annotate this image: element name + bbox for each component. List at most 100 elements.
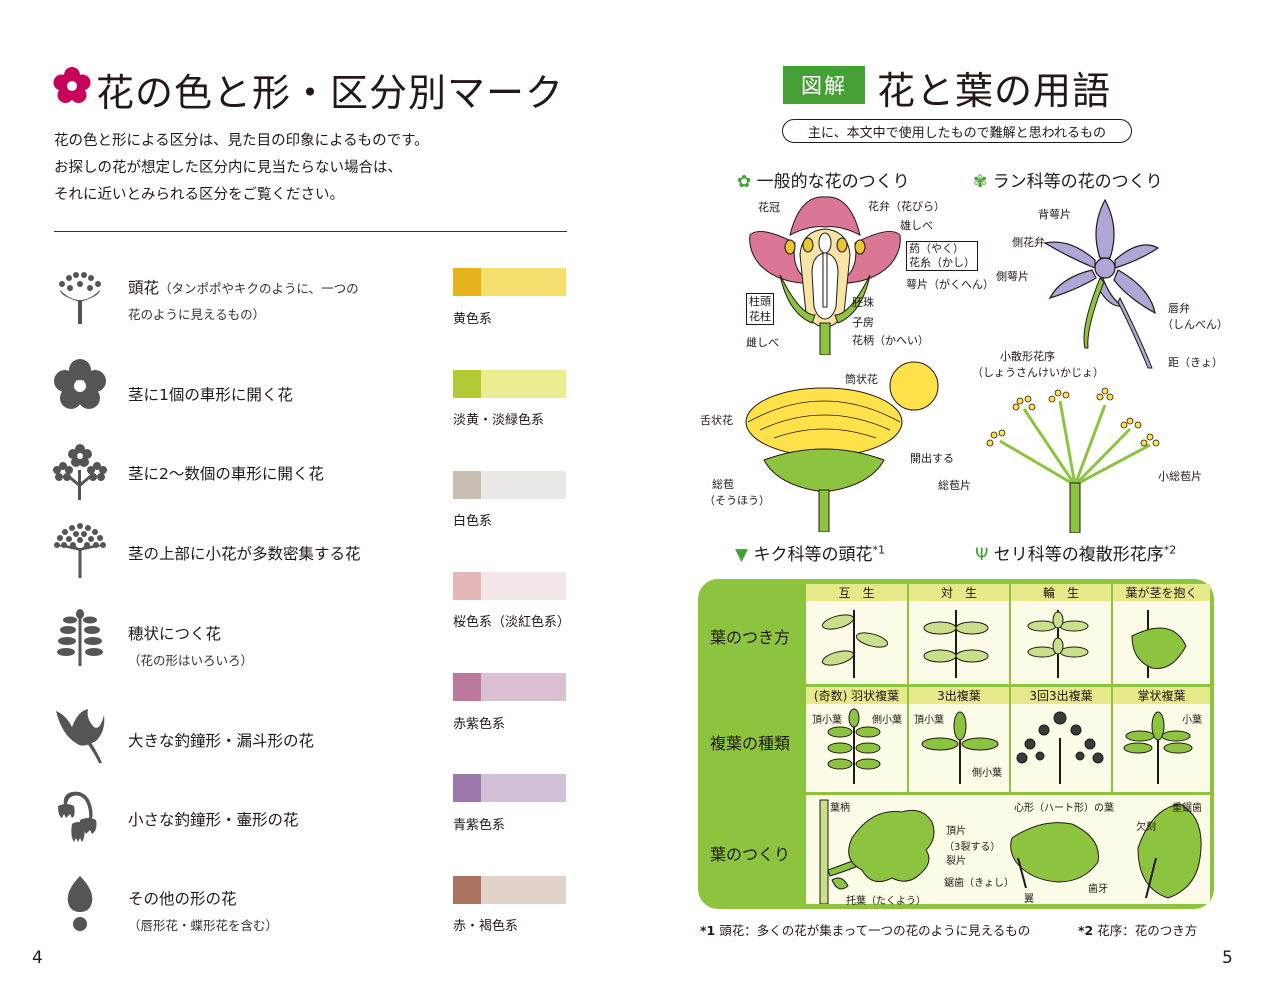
label-shosankei-kana: （しょうさんけいかじょ） — [972, 366, 1104, 379]
label-sokushoyo: 側小葉 — [872, 715, 902, 726]
label-sokugakuhen: 側萼片 — [996, 270, 1029, 283]
subtitle-pill: 主に、本文中で使用したもので難解と思われるもの — [782, 119, 1132, 143]
umbel-diagram — [986, 387, 1160, 533]
divider — [54, 231, 567, 232]
umbel-cluster-icon — [54, 523, 106, 578]
label-kahei: 花柄（かへい） — [852, 334, 929, 347]
label-shibo: 子房 — [852, 316, 874, 329]
label-takuyo: 托葉（たくよう） — [846, 896, 926, 907]
label-kaishutsu: 開出する — [910, 452, 954, 465]
column-head: 対 生 — [909, 584, 1009, 601]
label-haishu: 胚珠 — [852, 296, 874, 309]
divider — [700, 684, 1212, 687]
category-title: 小さな釣鐘形・壷形の花 — [128, 811, 299, 829]
compound-leaf-drawings — [827, 708, 1193, 784]
flower-head-icon — [59, 272, 101, 324]
row-label: 葉のつき方 — [710, 628, 791, 647]
column-head: 3回3出複葉 — [1011, 687, 1111, 704]
intro-text: 花の色と形による区分は、見た目の印象によるものです。 お探しの花が想定した区分内… — [54, 128, 429, 209]
umbel-mark-icon: Ψ — [975, 545, 989, 565]
label-shosankei: 小散形花序 — [1000, 350, 1055, 363]
label-choshoyo: 頂小葉 — [914, 715, 944, 726]
leaf-structure-drawings — [819, 799, 1202, 904]
section-heading: ✾ ラン科等の花のつくり — [973, 172, 1163, 192]
label-sokushoyo: 側小葉 — [972, 768, 1002, 779]
label-choshoyo: 頂小葉 — [812, 715, 842, 726]
divider — [1111, 584, 1113, 792]
footnote-1: *1 頭花：多くの花が集まって一つの花のように見えるもの — [700, 923, 1031, 938]
general-flower-diagram — [749, 196, 901, 355]
column-head: (奇数) 羽状複葉 — [806, 687, 907, 704]
category-title: 大きな釣鐘形・漏斗形の花 — [128, 732, 315, 750]
flower-logo-icon — [53, 67, 91, 103]
label-kyo: 距（きょ） — [1168, 356, 1223, 369]
color-swatch-yellow — [453, 268, 566, 296]
column-head: 輪 生 — [1011, 584, 1111, 601]
label-kyoshi: 鋸歯（きょし） — [944, 878, 1014, 889]
small-bell-flower-icon — [58, 791, 97, 842]
category-subtitle: （花の形はいろいろ） — [128, 653, 254, 668]
multi-wheel-flower-icon — [53, 444, 107, 500]
divider — [1009, 584, 1011, 792]
intro-line: それに近いとみられる区分をご覧ください。 — [54, 187, 344, 203]
page-number: 4 — [32, 948, 43, 968]
single-wheel-flower-icon — [54, 359, 106, 409]
color-swatch-red-brown — [453, 876, 566, 904]
label-jukyoshi: 重鋸歯 — [1172, 803, 1202, 814]
color-label: 赤・褐色系 — [453, 919, 519, 934]
large-bell-flower-icon — [56, 709, 105, 763]
label-kaben: 花弁（花びら） — [868, 200, 945, 213]
color-swatch-blue-purple — [453, 774, 566, 802]
orchid-flower-diagram — [1043, 198, 1160, 369]
row-label: 複葉の種類 — [710, 734, 791, 753]
category-title: その他の形の花 — [128, 890, 237, 908]
column-head: 互 生 — [806, 584, 907, 601]
footnote-2: *2 花序：花のつき方 — [1078, 923, 1198, 938]
category-title: 頭花（タンポポやキクのように、一つの — [128, 279, 359, 297]
page-number: 5 — [1222, 948, 1233, 968]
label-yoku: 翼 — [1024, 894, 1034, 905]
column-head: 葉が茎を抱く — [1113, 584, 1210, 601]
green-orchid-icon: ✾ — [973, 172, 988, 192]
category-title: 茎の上部に小花が多数密集する花 — [128, 545, 361, 563]
label-kekkoku: 欠刻 — [1136, 822, 1156, 833]
section-heading: ▼ キク科等の頭花*1 — [735, 543, 885, 565]
category-title: 茎に1個の車形に開く花 — [128, 386, 293, 404]
color-label: 黄色系 — [453, 312, 493, 327]
label-sobo-kana: （そうほう） — [704, 494, 770, 507]
category-title: 穂状につく花 — [128, 625, 222, 643]
other-shape-flower-icon — [67, 876, 93, 931]
label-sobo: 総苞 — [712, 478, 734, 491]
label-shosobohen: 小総苞片 — [1158, 470, 1202, 483]
label-zetsujoka: 舌状花 — [700, 414, 733, 427]
color-label: 白色系 — [453, 514, 493, 529]
divider — [700, 792, 1212, 795]
section-heading: ✿ 一般的な花のつくり — [737, 172, 910, 192]
page-title: 花と葉の用語 — [877, 69, 1112, 113]
color-swatch-pale-yellow-green — [453, 370, 566, 398]
row-label: 葉のつくり — [710, 845, 791, 864]
intro-line: お探しの花が想定した区分内に見当たらない場合は、 — [54, 160, 402, 176]
color-label: 淡黄・淡緑色系 — [453, 413, 545, 428]
color-swatch-cherry — [453, 572, 566, 600]
label-sokukaben: 側花弁 — [1012, 236, 1045, 249]
color-label: 青紫色系 — [453, 818, 506, 833]
label-retsuhen: 裂片 — [946, 856, 966, 867]
column-head: 3出複葉 — [909, 687, 1009, 704]
composite-mark-icon: ▼ — [735, 545, 749, 565]
label-shiga: 歯牙 — [1088, 884, 1108, 895]
intro-line: 花の色と形による区分は、見た目の印象によるものです。 — [54, 133, 429, 149]
label-meshibe: 雌しべ — [746, 336, 779, 349]
label-sanretsu: （3裂する） — [944, 842, 1001, 853]
section-heading: Ψ セリ科等の複散形花序*2 — [975, 543, 1177, 565]
label-heart: 心形（ハート形）の葉 — [1014, 803, 1114, 814]
label-chohen: 頂片 — [946, 826, 966, 837]
label-oshibe: 雄しべ — [900, 219, 933, 232]
label-sobohen: 総苞片 — [938, 479, 971, 492]
label-shinben-kana: （しんべん） — [1162, 318, 1228, 331]
color-label: 赤紫色系 — [453, 717, 506, 732]
category-subtitle: （唇形花・蝶形花を含む） — [128, 918, 279, 933]
color-label: 桜色系（淡紅色系） — [453, 615, 571, 630]
label-stamen-parts: 葯（やく）花糸（かし） — [906, 241, 978, 271]
label-shoyo: 小葉 — [1182, 715, 1202, 726]
